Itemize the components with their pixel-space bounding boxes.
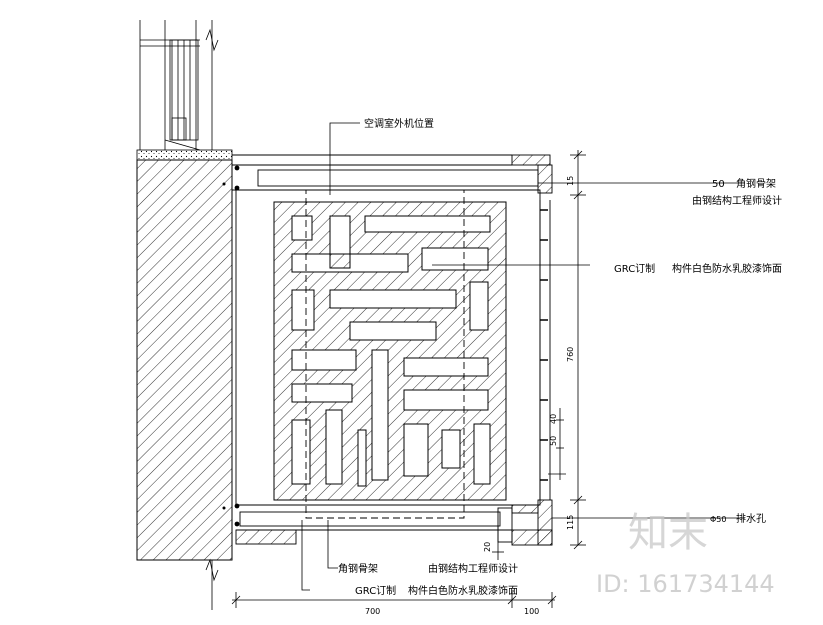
label-frame-top-a: 角钢骨架	[736, 177, 776, 190]
window-frame	[139, 20, 201, 151]
bottom-slab	[235, 499, 553, 546]
dim-width: 700	[365, 607, 380, 616]
label-grc-right-b: 构件白色防水乳胶漆饰面	[672, 262, 782, 275]
watermark-id: ID: 161734144	[596, 570, 775, 598]
dim-bottom: 115	[566, 515, 575, 530]
right-dimension-chain	[548, 150, 586, 550]
label-grc-bottom-a: GRC订制	[355, 584, 396, 597]
dim-top: 15	[566, 176, 575, 186]
label-pipe-dim: Φ50	[710, 515, 726, 524]
watermark: 知末 ID: 161734144	[596, 510, 775, 598]
dim-right: 100	[524, 607, 539, 616]
watermark-logo: 知末	[628, 510, 708, 556]
building-wall	[136, 20, 233, 610]
bottom-dimension-chain	[231, 526, 557, 608]
label-grc-bottom-b: 构件白色防水乳胶漆饰面	[408, 584, 518, 597]
label-frame-bottom-a: 角钢骨架	[338, 562, 378, 575]
dim-50: 50	[549, 436, 558, 446]
label-grc-right-a: GRC订制	[614, 262, 655, 275]
label-pipe: 排水孔	[736, 512, 766, 525]
label-frame-bottom-b: 由钢结构工程师设计	[428, 562, 518, 575]
dim-20: 20	[483, 542, 492, 552]
dim-40: 40	[549, 414, 558, 424]
label-frame-top-num: 50	[712, 179, 725, 190]
anchor-bolts	[222, 165, 240, 527]
dim-height: 760	[566, 347, 575, 362]
leader-lines	[301, 122, 745, 591]
label-frame-top-b: 由钢结构工程师设计	[692, 194, 782, 207]
grc-lattice	[273, 201, 507, 501]
label-ac-unit: 空调室外机位置	[364, 117, 434, 130]
top-slab	[232, 154, 553, 194]
